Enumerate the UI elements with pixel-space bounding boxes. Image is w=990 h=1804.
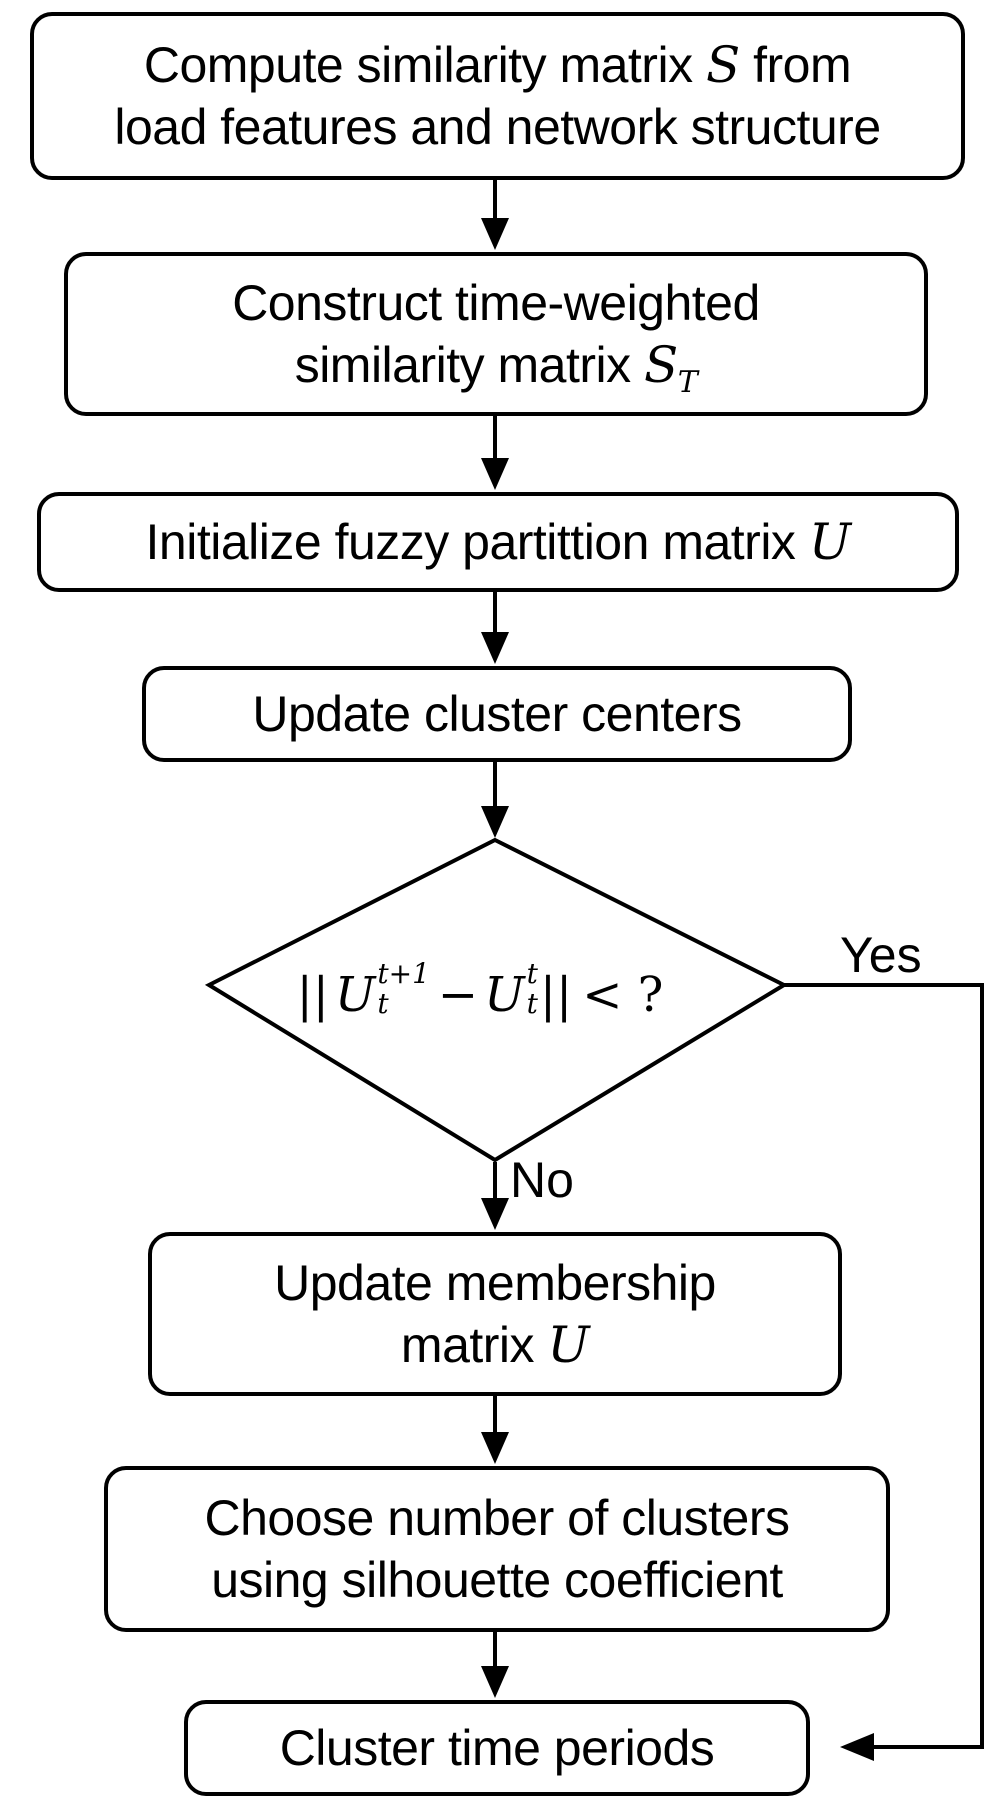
var2-indices: t t — [526, 957, 538, 1020]
arrowhead-5 — [481, 1198, 509, 1230]
arrow-yes — [783, 983, 984, 1749]
symbol-u: U — [808, 513, 851, 571]
node-compute-similarity-line2: load features and network structure — [114, 99, 881, 155]
arrowhead-7 — [481, 1666, 509, 1698]
node-update-centers: Update cluster centers — [142, 666, 852, 762]
node-update-membership: Update membership matrix U — [148, 1232, 842, 1396]
node-construct-time-weighted-line1: Construct time-weighted — [232, 275, 760, 331]
node-update-membership-line1: Update membership — [274, 1255, 716, 1311]
node-choose-clusters: Choose number of clusters using silhouet… — [104, 1466, 890, 1632]
node-compute-similarity-line1: Compute similarity matrix S from — [143, 36, 852, 94]
node-cluster-periods: Cluster time periods — [184, 1700, 810, 1796]
symbol-s: S — [705, 36, 740, 94]
node-construct-time-weighted: Construct time-weighted similarity matri… — [64, 252, 928, 416]
node-construct-time-weighted-line2: similarity matrix ST — [294, 336, 698, 400]
arrowhead-yes — [840, 1733, 874, 1761]
arrowhead-6 — [481, 1432, 509, 1464]
node-initialize-partition: Initialize fuzzy partittion matrix U — [37, 492, 959, 592]
node-update-centers-text: Update cluster centers — [252, 686, 742, 742]
node-update-membership-line2: matrix U — [400, 1316, 590, 1374]
node-compute-similarity: Compute similarity matrix S from load fe… — [30, 12, 965, 180]
arrowhead-1 — [481, 218, 509, 250]
symbol-u-membership: U — [547, 1316, 590, 1374]
edge-label-no: No — [510, 1152, 574, 1208]
convergence-condition: || U t+1 t − U t t || < ? — [296, 957, 664, 1024]
arrowhead-3 — [481, 632, 509, 664]
arrowhead-4 — [481, 806, 509, 838]
node-choose-clusters-line1: Choose number of clusters — [204, 1490, 790, 1546]
node-choose-clusters-line2: using silhouette coefficient — [211, 1552, 783, 1608]
node-initialize-partition-text: Initialize fuzzy partittion matrix U — [145, 513, 851, 571]
decision-diamond — [204, 837, 789, 1163]
symbol-s-t: ST — [644, 336, 698, 400]
node-cluster-periods-text: Cluster time periods — [279, 1720, 715, 1776]
arrowhead-2 — [481, 458, 509, 490]
edge-label-yes: Yes — [840, 927, 922, 983]
var1-indices: t+1 t — [377, 957, 430, 1020]
